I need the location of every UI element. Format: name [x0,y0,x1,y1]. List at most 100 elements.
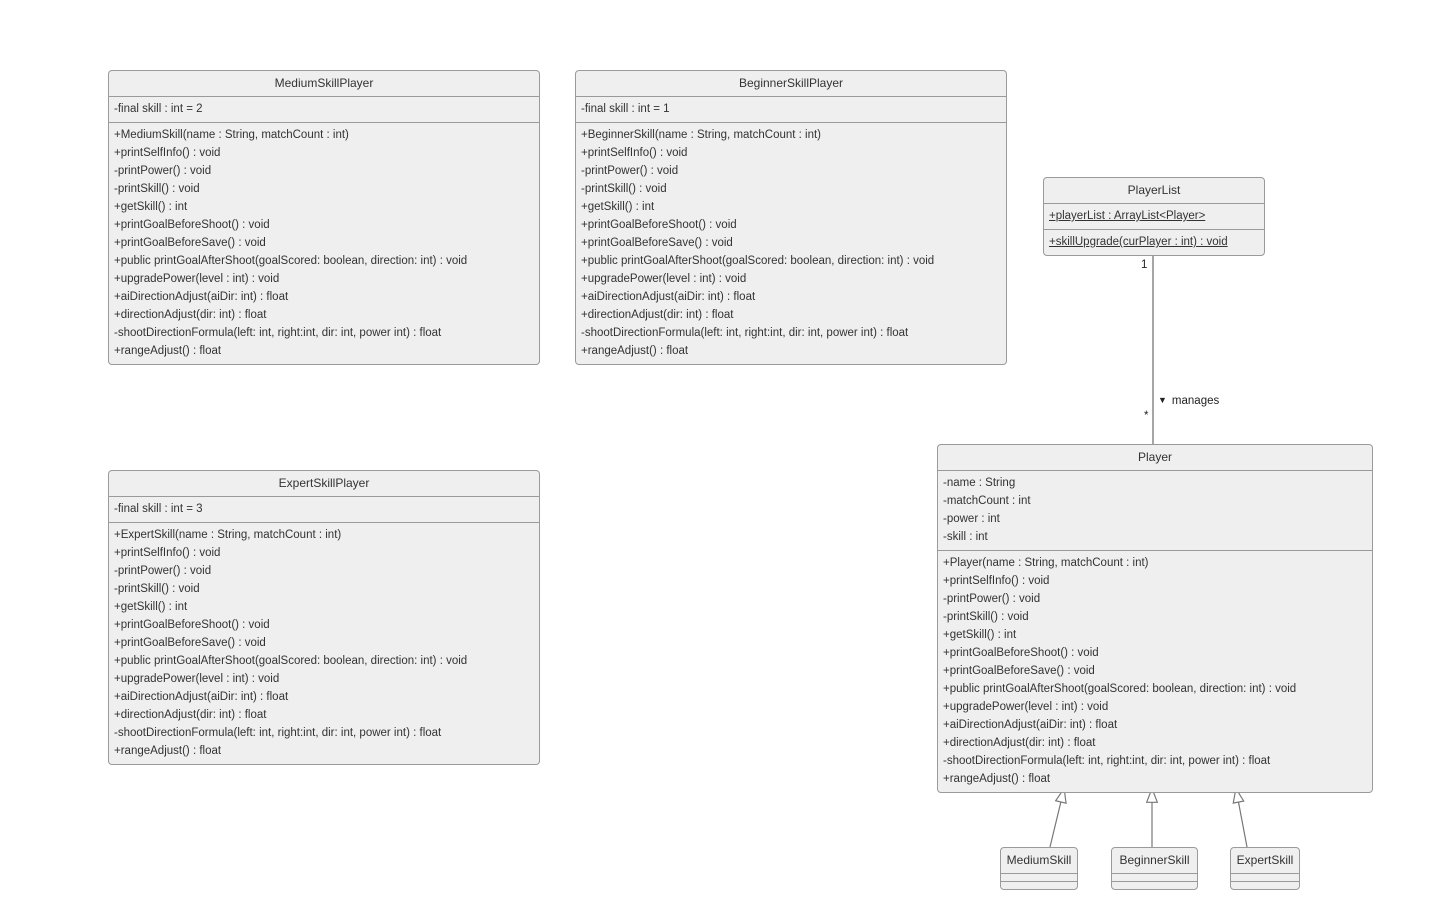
class-box-medium-skill[interactable]: MediumSkill [1000,847,1078,890]
methods-compartment: +MediumSkill(name : String, matchCount :… [109,123,539,364]
method-line: +getSkill() : int [943,629,1017,641]
method-line: +MediumSkill(name : String, matchCount :… [114,129,349,141]
attributes-compartment: -final skill : int = 2 [109,97,539,123]
method-line: -shootDirectionFormula(left: int, right:… [114,727,442,739]
method-line: -shootDirectionFormula(left: int, right:… [114,327,442,339]
class-name: BeginnerSkillPlayer [576,71,1006,97]
method-line: +printGoalBeforeShoot() : void [943,647,1099,659]
method-line: +printGoalBeforeSave() : void [581,237,733,249]
class-name: MediumSkill [1001,848,1077,874]
association-label: ▼ manages [1158,395,1219,407]
method-line: -printSkill() : void [114,183,200,195]
method-line: +printGoalBeforeShoot() : void [114,219,270,231]
class-name: ExpertSkillPlayer [109,471,539,497]
attribute-line: -power : int [943,513,1000,525]
class-name: ExpertSkill [1231,848,1299,874]
method-line: +printSelfInfo() : void [943,575,1050,587]
method-line: +rangeAdjust() : float [581,345,689,357]
method-line: +directionAdjust(dir: int) : float [114,309,267,321]
method-line: +BeginnerSkill(name : String, matchCount… [581,129,822,141]
methods-compartment: +ExpertSkill(name : String, matchCount :… [109,523,539,764]
method-line: +getSkill() : int [581,201,655,213]
attributes-compartment: +playerList : ArrayList<Player> [1044,204,1264,230]
class-box-beginner-skill-player[interactable]: BeginnerSkillPlayer -final skill : int =… [575,70,1007,365]
method-line: +directionAdjust(dir: int) : float [943,737,1096,749]
class-name: PlayerList [1044,178,1264,204]
method-line: +printGoalBeforeShoot() : void [581,219,737,231]
method-line: +printSelfInfo() : void [114,147,221,159]
method-line: -printPower() : void [114,565,212,577]
method-line: -printPower() : void [114,165,212,177]
class-box-player[interactable]: Player -name : String -matchCount : int -p… [937,444,1373,793]
class-name: Player [938,445,1372,471]
method-line: -printSkill() : void [581,183,667,195]
method-line: +Player(name : String, matchCount : int) [943,557,1149,569]
method-line: +public printGoalAfterShoot(goalScored: … [114,255,468,267]
multiplicity-target: * [1144,410,1149,422]
attributes-compartment [1231,874,1299,882]
method-line: -shootDirectionFormula(left: int, right:… [943,755,1271,767]
attribute-line: +playerList : ArrayList<Player> [1049,210,1206,222]
method-line: -shootDirectionFormula(left: int, right:… [581,327,909,339]
attribute-line: -final skill : int = 3 [114,503,203,515]
generalization-expertskill-player[interactable] [1236,789,1248,848]
method-line: +public printGoalAfterShoot(goalScored: … [581,255,935,267]
method-line: +upgradePower(level : int) : void [114,673,280,685]
class-box-beginner-skill[interactable]: BeginnerSkill [1111,847,1198,890]
method-line: +getSkill() : int [114,201,188,213]
attributes-compartment: -final skill : int = 1 [576,97,1006,123]
attribute-line: -name : String [943,477,1016,489]
attributes-compartment [1001,874,1077,882]
method-line: +aiDirectionAdjust(aiDir: int) : float [581,291,756,303]
method-line: +directionAdjust(dir: int) : float [114,709,267,721]
method-line: +ExpertSkill(name : String, matchCount :… [114,529,342,541]
method-line: +printGoalBeforeShoot() : void [114,619,270,631]
multiplicity-source: 1 [1141,259,1148,271]
attributes-compartment: -final skill : int = 3 [109,497,539,523]
class-box-expert-skill-player[interactable]: ExpertSkillPlayer -final skill : int = 3… [108,470,540,765]
method-line: +directionAdjust(dir: int) : float [581,309,734,321]
method-line: -printPower() : void [581,165,679,177]
method-line: +upgradePower(level : int) : void [581,273,747,285]
method-line: -printPower() : void [943,593,1041,605]
attribute-line: -skill : int [943,531,988,543]
class-name: BeginnerSkill [1112,848,1197,874]
attribute-line: -final skill : int = 2 [114,103,203,115]
method-line: -printSkill() : void [114,583,200,595]
method-line: +public printGoalAfterShoot(goalScored: … [114,655,468,667]
class-box-player-list[interactable]: PlayerList +playerList : ArrayList<Playe… [1043,177,1265,256]
method-line: +getSkill() : int [114,601,188,613]
attributes-compartment: -name : String -matchCount : int -power : … [938,471,1372,551]
method-line: +upgradePower(level : int) : void [943,701,1109,713]
method-line: +rangeAdjust() : float [114,345,222,357]
class-box-expert-skill[interactable]: ExpertSkill [1230,847,1300,890]
method-line: -printSkill() : void [943,611,1029,623]
methods-compartment: +BeginnerSkill(name : String, matchCount… [576,123,1006,364]
methods-compartment: +Player(name : String, matchCount : int)… [938,551,1372,792]
association-label-text: manages [1171,395,1220,407]
direction-down-icon: ▼ [1158,395,1167,405]
method-line: +skillUpgrade(curPlayer : int) : void [1049,236,1228,248]
methods-compartment [1001,882,1077,889]
generalization-mediumskill-player[interactable] [1049,789,1064,848]
method-line: +public printGoalAfterShoot(goalScored: … [943,683,1297,695]
methods-compartment [1112,882,1197,889]
method-line: +upgradePower(level : int) : void [114,273,280,285]
attribute-line: -final skill : int = 1 [581,103,670,115]
method-line: +printSelfInfo() : void [581,147,688,159]
attributes-compartment [1112,874,1197,882]
method-line: +printGoalBeforeSave() : void [114,237,266,249]
methods-compartment: +skillUpgrade(curPlayer : int) : void [1044,230,1264,255]
method-line: +printSelfInfo() : void [114,547,221,559]
class-box-medium-skill-player[interactable]: MediumSkillPlayer -final skill : int = 2… [108,70,540,365]
method-line: +aiDirectionAdjust(aiDir: int) : float [114,291,289,303]
attribute-line: -matchCount : int [943,495,1031,507]
method-line: +rangeAdjust() : float [943,773,1051,785]
method-line: +printGoalBeforeSave() : void [943,665,1095,677]
method-line: +rangeAdjust() : float [114,745,222,757]
method-line: +printGoalBeforeSave() : void [114,637,266,649]
methods-compartment [1231,882,1299,889]
method-line: +aiDirectionAdjust(aiDir: int) : float [943,719,1118,731]
